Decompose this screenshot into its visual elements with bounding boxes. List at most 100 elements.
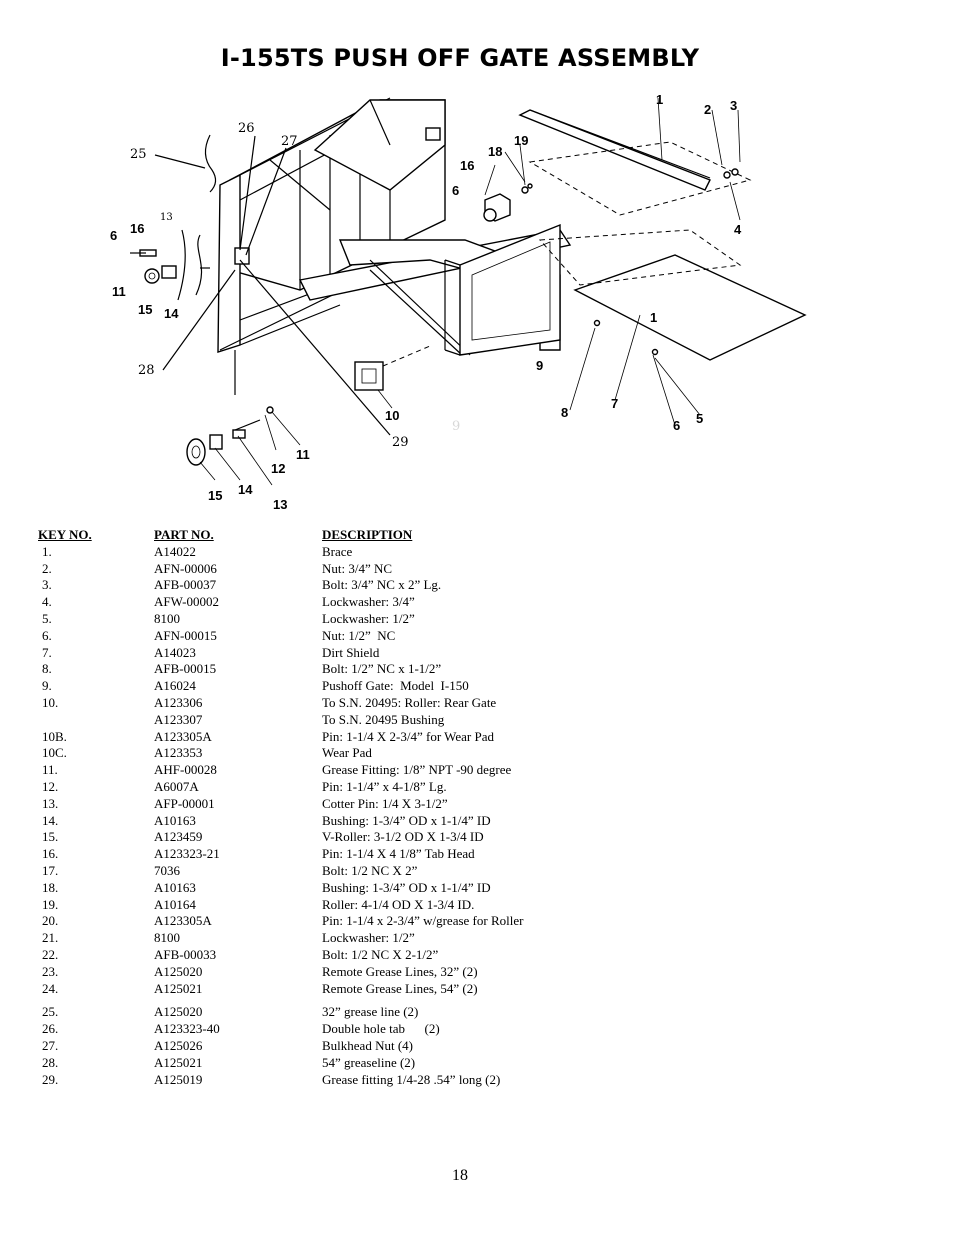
parts-part-no: 8100: [154, 930, 180, 946]
parts-list-row: 10C. A123353 Wear Pad: [38, 745, 622, 762]
header-description: DESCRIPTION: [322, 527, 413, 542]
callout-18: 16: [460, 158, 474, 173]
parts-part-no: A123305A: [154, 728, 212, 744]
callout-20: 19: [514, 133, 528, 148]
parts-description: Pin: 1-1/4 x 2-3/4” w/grease for Roller: [322, 913, 524, 929]
parts-key-no: 3.: [42, 577, 52, 593]
callout-bottom-13: 13: [273, 497, 287, 512]
callout-6-top: 6: [452, 183, 459, 198]
callout-5: 5: [696, 411, 703, 426]
callout-bottom-12: 12: [271, 461, 285, 476]
parts-list-header: KEY NO. PART NO. DESCRIPTION: [38, 527, 622, 544]
parts-key-no: 21.: [42, 930, 59, 946]
parts-part-no: AFW-00002: [154, 594, 219, 610]
gate-frame: [217, 97, 572, 356]
callout-29: 29: [392, 435, 409, 450]
parts-part-no: AFP-00001: [154, 795, 215, 811]
callout-left-15: 15: [138, 302, 152, 317]
callout-27: 27: [281, 134, 298, 149]
parts-description: Lockwasher: 1/2”: [322, 930, 415, 946]
page-title: I-155TS PUSH OFF GATE ASSEMBLY: [220, 44, 700, 72]
callout-6-shield: 6: [673, 418, 680, 433]
parts-key-no: 27.: [42, 1038, 59, 1053]
parts-list-row: 21. 8100 Lockwasher: 1/2”: [38, 930, 622, 947]
bottom-roller-parts: [186, 350, 301, 486]
parts-key-no: 13.: [42, 795, 59, 811]
callout-2: 2: [704, 102, 711, 117]
parts-part-no: AFB-00037: [154, 577, 217, 593]
parts-part-no: A6007A: [154, 778, 199, 794]
header-key-no: KEY NO.: [38, 527, 92, 542]
parts-part-no: A123306: [154, 694, 203, 710]
parts-key-no: 12.: [42, 778, 59, 794]
parts-part-no: A123323-21: [154, 846, 220, 862]
parts-key-no: 16.: [42, 846, 59, 862]
parts-key-no: 19.: [42, 896, 59, 912]
callout-4: 4: [734, 222, 742, 237]
callout-bottom-15: 15: [208, 488, 222, 503]
callout-left-13: 13: [160, 212, 173, 223]
parts-key-no: [38, 712, 154, 729]
left-pivot-parts: [130, 229, 250, 301]
parts-description: Grease fitting 1/4-28 .54” long (2): [322, 1072, 501, 1087]
parts-description: 54” greaseline (2): [322, 1055, 416, 1070]
parts-description: Bulkhead Nut (4): [322, 1038, 413, 1053]
parts-part-no: AFN-00015: [154, 627, 217, 643]
page-number: 18: [452, 1167, 468, 1184]
wear-pad: [354, 345, 431, 409]
parts-list-row: 10. A123306 To S.N. 20495: Roller: Rear Ga…: [38, 695, 622, 712]
parts-part-no: AFB-00015: [154, 661, 217, 677]
parts-part-no: A14023: [154, 644, 196, 660]
parts-part-no: A125020: [154, 1004, 203, 1019]
callout-1-top: 1: [656, 92, 663, 107]
parts-description: Wear Pad: [322, 745, 372, 761]
parts-description: Bushing: 1-3/4” OD x 1-1/4” ID: [322, 879, 491, 895]
callout-bottom-14: 14: [238, 482, 253, 497]
parts-key-no: 10C.: [42, 745, 67, 761]
parts-description: Grease Fitting: 1/8” NPT -90 degree: [322, 762, 512, 778]
parts-key-no: 10.: [42, 694, 59, 710]
callout-19: 18: [488, 144, 502, 159]
header-part-no: PART NO.: [154, 527, 214, 542]
callout-1-shield: 1: [650, 310, 657, 325]
callout-8: 8: [561, 405, 568, 420]
parts-description: Bolt: 1/2 NC X 2-1/2”: [322, 946, 439, 962]
parts-part-no: A123353: [154, 745, 203, 761]
parts-description: To S.N. 20495: Roller: Rear Gate: [322, 694, 497, 710]
parts-key-no: 28.: [42, 1055, 59, 1070]
parts-description: V-Roller: 3-1/2 OD X 1-3/4 ID: [322, 829, 484, 845]
parts-key-no: 14.: [42, 812, 59, 828]
callout-3: 3: [730, 98, 737, 113]
callout-7: 7: [611, 396, 618, 411]
parts-part-no: A123307: [154, 711, 203, 727]
parts-description: Bushing: 1-3/4” OD x 1-1/4” ID: [322, 812, 491, 828]
callout-left-11: 11: [112, 284, 126, 299]
parts-part-no: A125019: [154, 1072, 203, 1087]
callout-labels: 25 26 27 28 29 13 6 16 11 15 14 1 2 3 4 …: [110, 92, 742, 512]
parts-key-no: 26.: [42, 1021, 59, 1036]
parts-description: 32” grease line (2): [322, 1004, 419, 1019]
parts-part-no: AFN-00006: [154, 560, 217, 576]
parts-part-no: A123305A: [154, 913, 212, 929]
parts-part-no: AFB-00033: [154, 946, 217, 962]
parts-description: Nut: 3/4” NC: [322, 560, 393, 576]
